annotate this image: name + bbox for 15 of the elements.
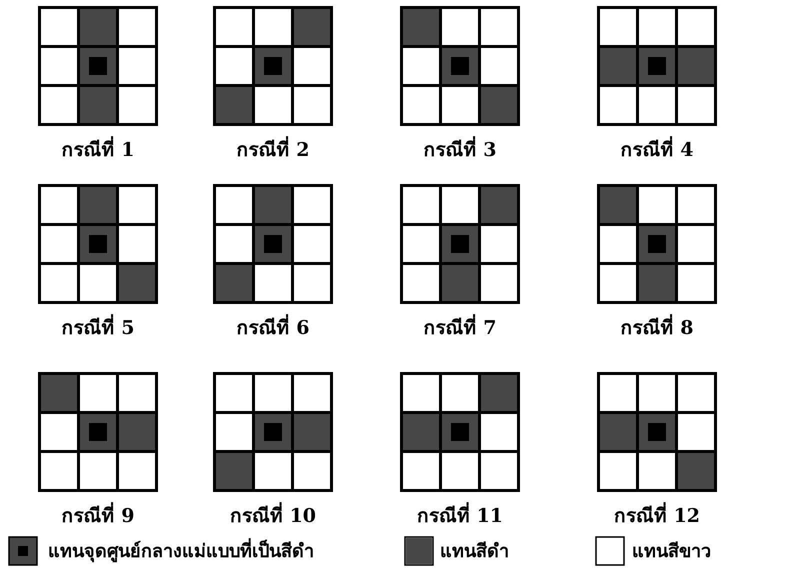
case-caption: กรณีที่ 12 xyxy=(572,500,742,530)
case-caption: กรณีที่ 4 xyxy=(572,134,742,164)
legend-label: แทนสีดำ xyxy=(440,540,509,564)
case-caption: กรณีที่ 2 xyxy=(188,134,358,164)
case-caption: กรณีที่ 5 xyxy=(13,312,183,342)
case-caption: กรณีที่ 1 xyxy=(13,134,183,164)
case-caption: กรณีที่ 8 xyxy=(572,312,742,342)
legend-label: แทนจุดศูนย์กลางแม่แบบที่เป็นสีดำ xyxy=(48,536,314,565)
case-caption: กรณีที่ 6 xyxy=(188,312,358,342)
case-caption: กรณีที่ 3 xyxy=(375,134,545,164)
legend-label: แทนสีขาว xyxy=(632,540,711,564)
case-caption: กรณีที่ 7 xyxy=(375,312,545,342)
case-caption: กรณีที่ 10 xyxy=(188,500,358,530)
case-caption: กรณีที่ 11 xyxy=(375,500,545,530)
case-caption: กรณีที่ 9 xyxy=(13,500,183,530)
